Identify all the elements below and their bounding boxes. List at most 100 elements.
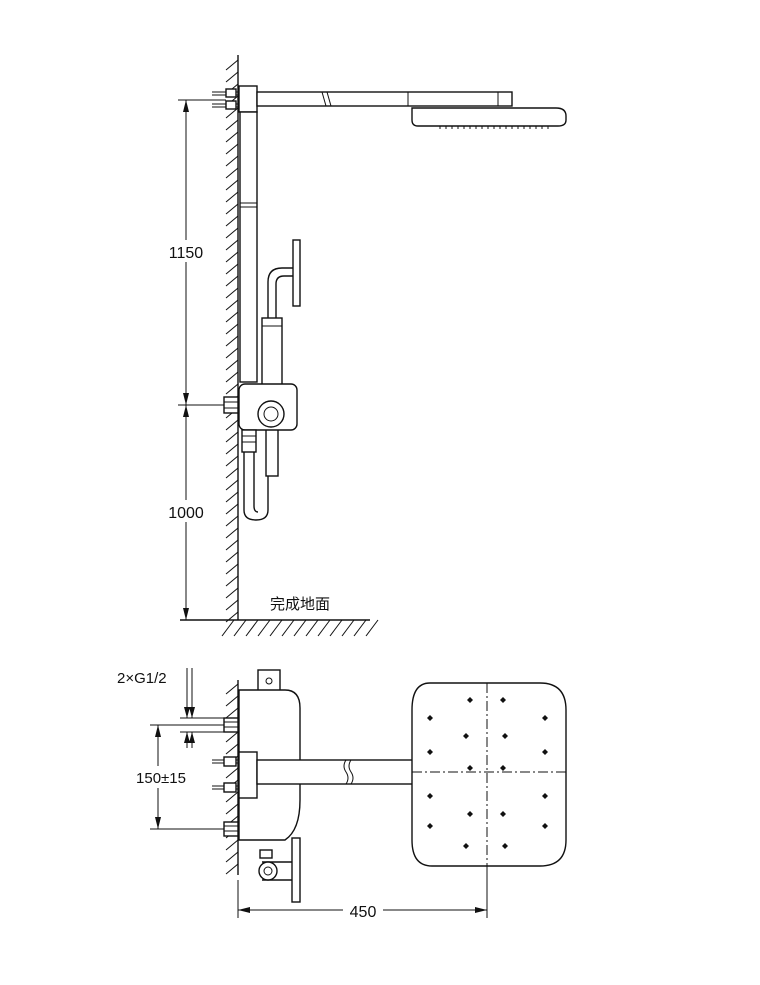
nozzle-dot — [542, 749, 548, 755]
hatch-line — [225, 419, 239, 431]
rain-shower-head-plan — [411, 682, 567, 867]
nozzle-dot — [427, 823, 433, 829]
hatch-line — [225, 851, 239, 863]
nozzle-dot — [463, 733, 469, 739]
shower-hose — [241, 429, 269, 521]
hatch-line — [225, 119, 239, 131]
hatch-line — [269, 619, 283, 637]
hatch-line — [225, 203, 239, 215]
nozzle-dot — [542, 823, 548, 829]
inlet-size-label: 2×G1/2 — [117, 670, 167, 687]
hatch-line — [225, 71, 239, 83]
hatch-line — [225, 311, 239, 323]
hatch-line — [225, 143, 239, 155]
hatch-line — [221, 619, 235, 637]
hatch-line — [341, 619, 355, 637]
hatch-line — [225, 731, 239, 743]
hatch-line — [225, 491, 239, 503]
hatch-line — [225, 239, 239, 251]
hatch-line — [225, 695, 239, 707]
hatch-line — [281, 619, 295, 637]
hatch-line — [225, 803, 239, 815]
nozzle-dot — [427, 793, 433, 799]
hatch-line — [225, 503, 239, 515]
hatch-line — [225, 683, 239, 695]
hatch-line — [225, 323, 239, 335]
anchor-bolts-top — [212, 88, 238, 110]
wall-plan-view — [225, 680, 239, 875]
hand-shower-holder-plan — [258, 837, 301, 903]
dimension-inlet-spacing: 150±15 — [130, 724, 224, 830]
riser-pipe — [239, 111, 258, 383]
dimension-label-1000: 1000 — [168, 505, 204, 522]
hatch-line — [225, 743, 239, 755]
dimension-label-1150: 1150 — [169, 245, 204, 262]
hatch-line — [225, 551, 239, 563]
hatch-line — [225, 431, 239, 443]
hatch-line — [225, 347, 239, 359]
hatch-line — [225, 467, 239, 479]
nozzle-dot — [502, 843, 508, 849]
floor-label: 完成地面 — [270, 596, 330, 613]
hatch-line — [225, 479, 239, 491]
dimension-450: 450 — [237, 866, 488, 922]
hatch-line — [225, 863, 239, 875]
hatch-line — [225, 839, 239, 851]
hatch-line — [225, 59, 239, 71]
nozzle-dot — [500, 811, 506, 817]
hatch-line — [225, 251, 239, 263]
hatch-line — [305, 619, 319, 637]
hatch-line — [225, 455, 239, 467]
plan-view: 2×G1/2 150±15 — [117, 668, 567, 922]
nozzle-dot — [463, 843, 469, 849]
inlet-connector-side — [223, 396, 239, 414]
hatch-line — [225, 335, 239, 347]
hatch-line — [225, 131, 239, 143]
hatch-line — [225, 791, 239, 803]
hatch-line — [225, 287, 239, 299]
arm-length-label: 450 — [350, 904, 377, 921]
hatch-line — [225, 575, 239, 587]
nozzle-dot — [467, 811, 473, 817]
nozzle-dot — [467, 697, 473, 703]
hatch-line — [329, 619, 343, 637]
nozzle-dot — [467, 765, 473, 771]
nozzle-dot — [542, 793, 548, 799]
hatch-line — [225, 299, 239, 311]
dimension-1000: 1000 — [166, 405, 208, 620]
nozzle-dot — [500, 765, 506, 771]
hand-shower-holder — [267, 239, 301, 318]
hatch-line — [225, 383, 239, 395]
wall-side-view — [225, 55, 239, 623]
hatch-line — [225, 359, 239, 371]
top-bracket-plan — [257, 669, 281, 693]
rain-shower-head-side — [411, 107, 567, 129]
hatch-line — [257, 619, 271, 637]
nozzle-dot — [427, 715, 433, 721]
nozzle-dot — [542, 715, 548, 721]
arm-bracket-plan — [238, 751, 258, 799]
hatch-line — [225, 443, 239, 455]
hatch-line — [225, 527, 239, 539]
hatch-line — [225, 275, 239, 287]
hatch-line — [317, 619, 331, 637]
nozzle-dot — [427, 749, 433, 755]
anchor-bolts-plan — [212, 756, 238, 793]
nozzle-dot — [502, 733, 508, 739]
hatch-line — [225, 179, 239, 191]
side-view: 1150 1000 完成地面 — [166, 55, 567, 637]
dimension-1150: 1150 — [168, 99, 226, 406]
hatch-line — [225, 587, 239, 599]
overhead-shower-arm — [256, 91, 513, 107]
hatch-line — [225, 539, 239, 551]
hatch-line — [225, 767, 239, 779]
hatch-line — [225, 155, 239, 167]
hatch-line — [225, 191, 239, 203]
hatch-line — [225, 227, 239, 239]
wall-inlets — [223, 717, 239, 837]
hatch-line — [245, 619, 259, 637]
hatch-line — [225, 515, 239, 527]
hatch-line — [225, 599, 239, 611]
hatch-line — [225, 707, 239, 719]
